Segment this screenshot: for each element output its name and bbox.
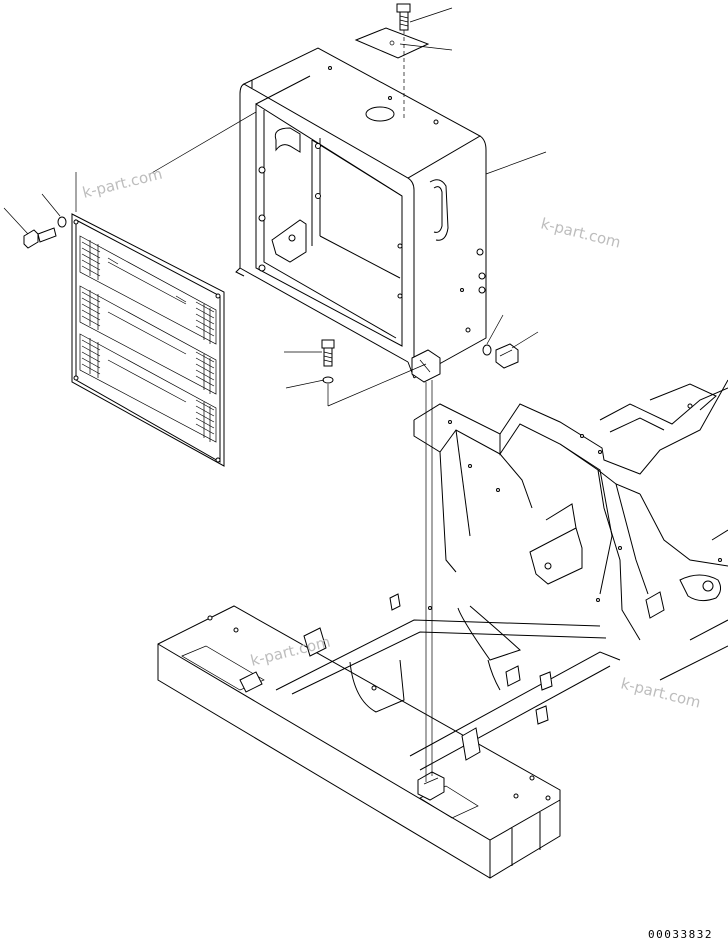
drawing-code: 00033832 (648, 928, 713, 941)
leader-line-cover-plate (399, 43, 453, 51)
side-bolt-left (23, 216, 67, 249)
bottom-bolt (321, 339, 335, 384)
leader-line-guard-box (485, 151, 547, 175)
top-bolt (396, 3, 411, 31)
leader-line-bottom-washer (285, 379, 325, 389)
leader-line-bolt-right (511, 331, 539, 349)
watermark-2: k-part.com (539, 214, 623, 251)
grille-panel (71, 213, 225, 467)
side-bolt-right (482, 343, 519, 369)
guard-box (235, 47, 487, 383)
leader-line-top-bolt (409, 7, 453, 23)
cover-plate (354, 27, 430, 59)
assembly-line-bottom-2 (327, 363, 427, 407)
assembly-line-grille (149, 111, 257, 175)
main-frame (157, 379, 728, 879)
watermark-1: k-part.com (81, 165, 165, 202)
leader-line-washer-right (486, 314, 504, 345)
leader-line-washer-left (41, 193, 61, 217)
leader-line-bolt-left (3, 207, 29, 235)
